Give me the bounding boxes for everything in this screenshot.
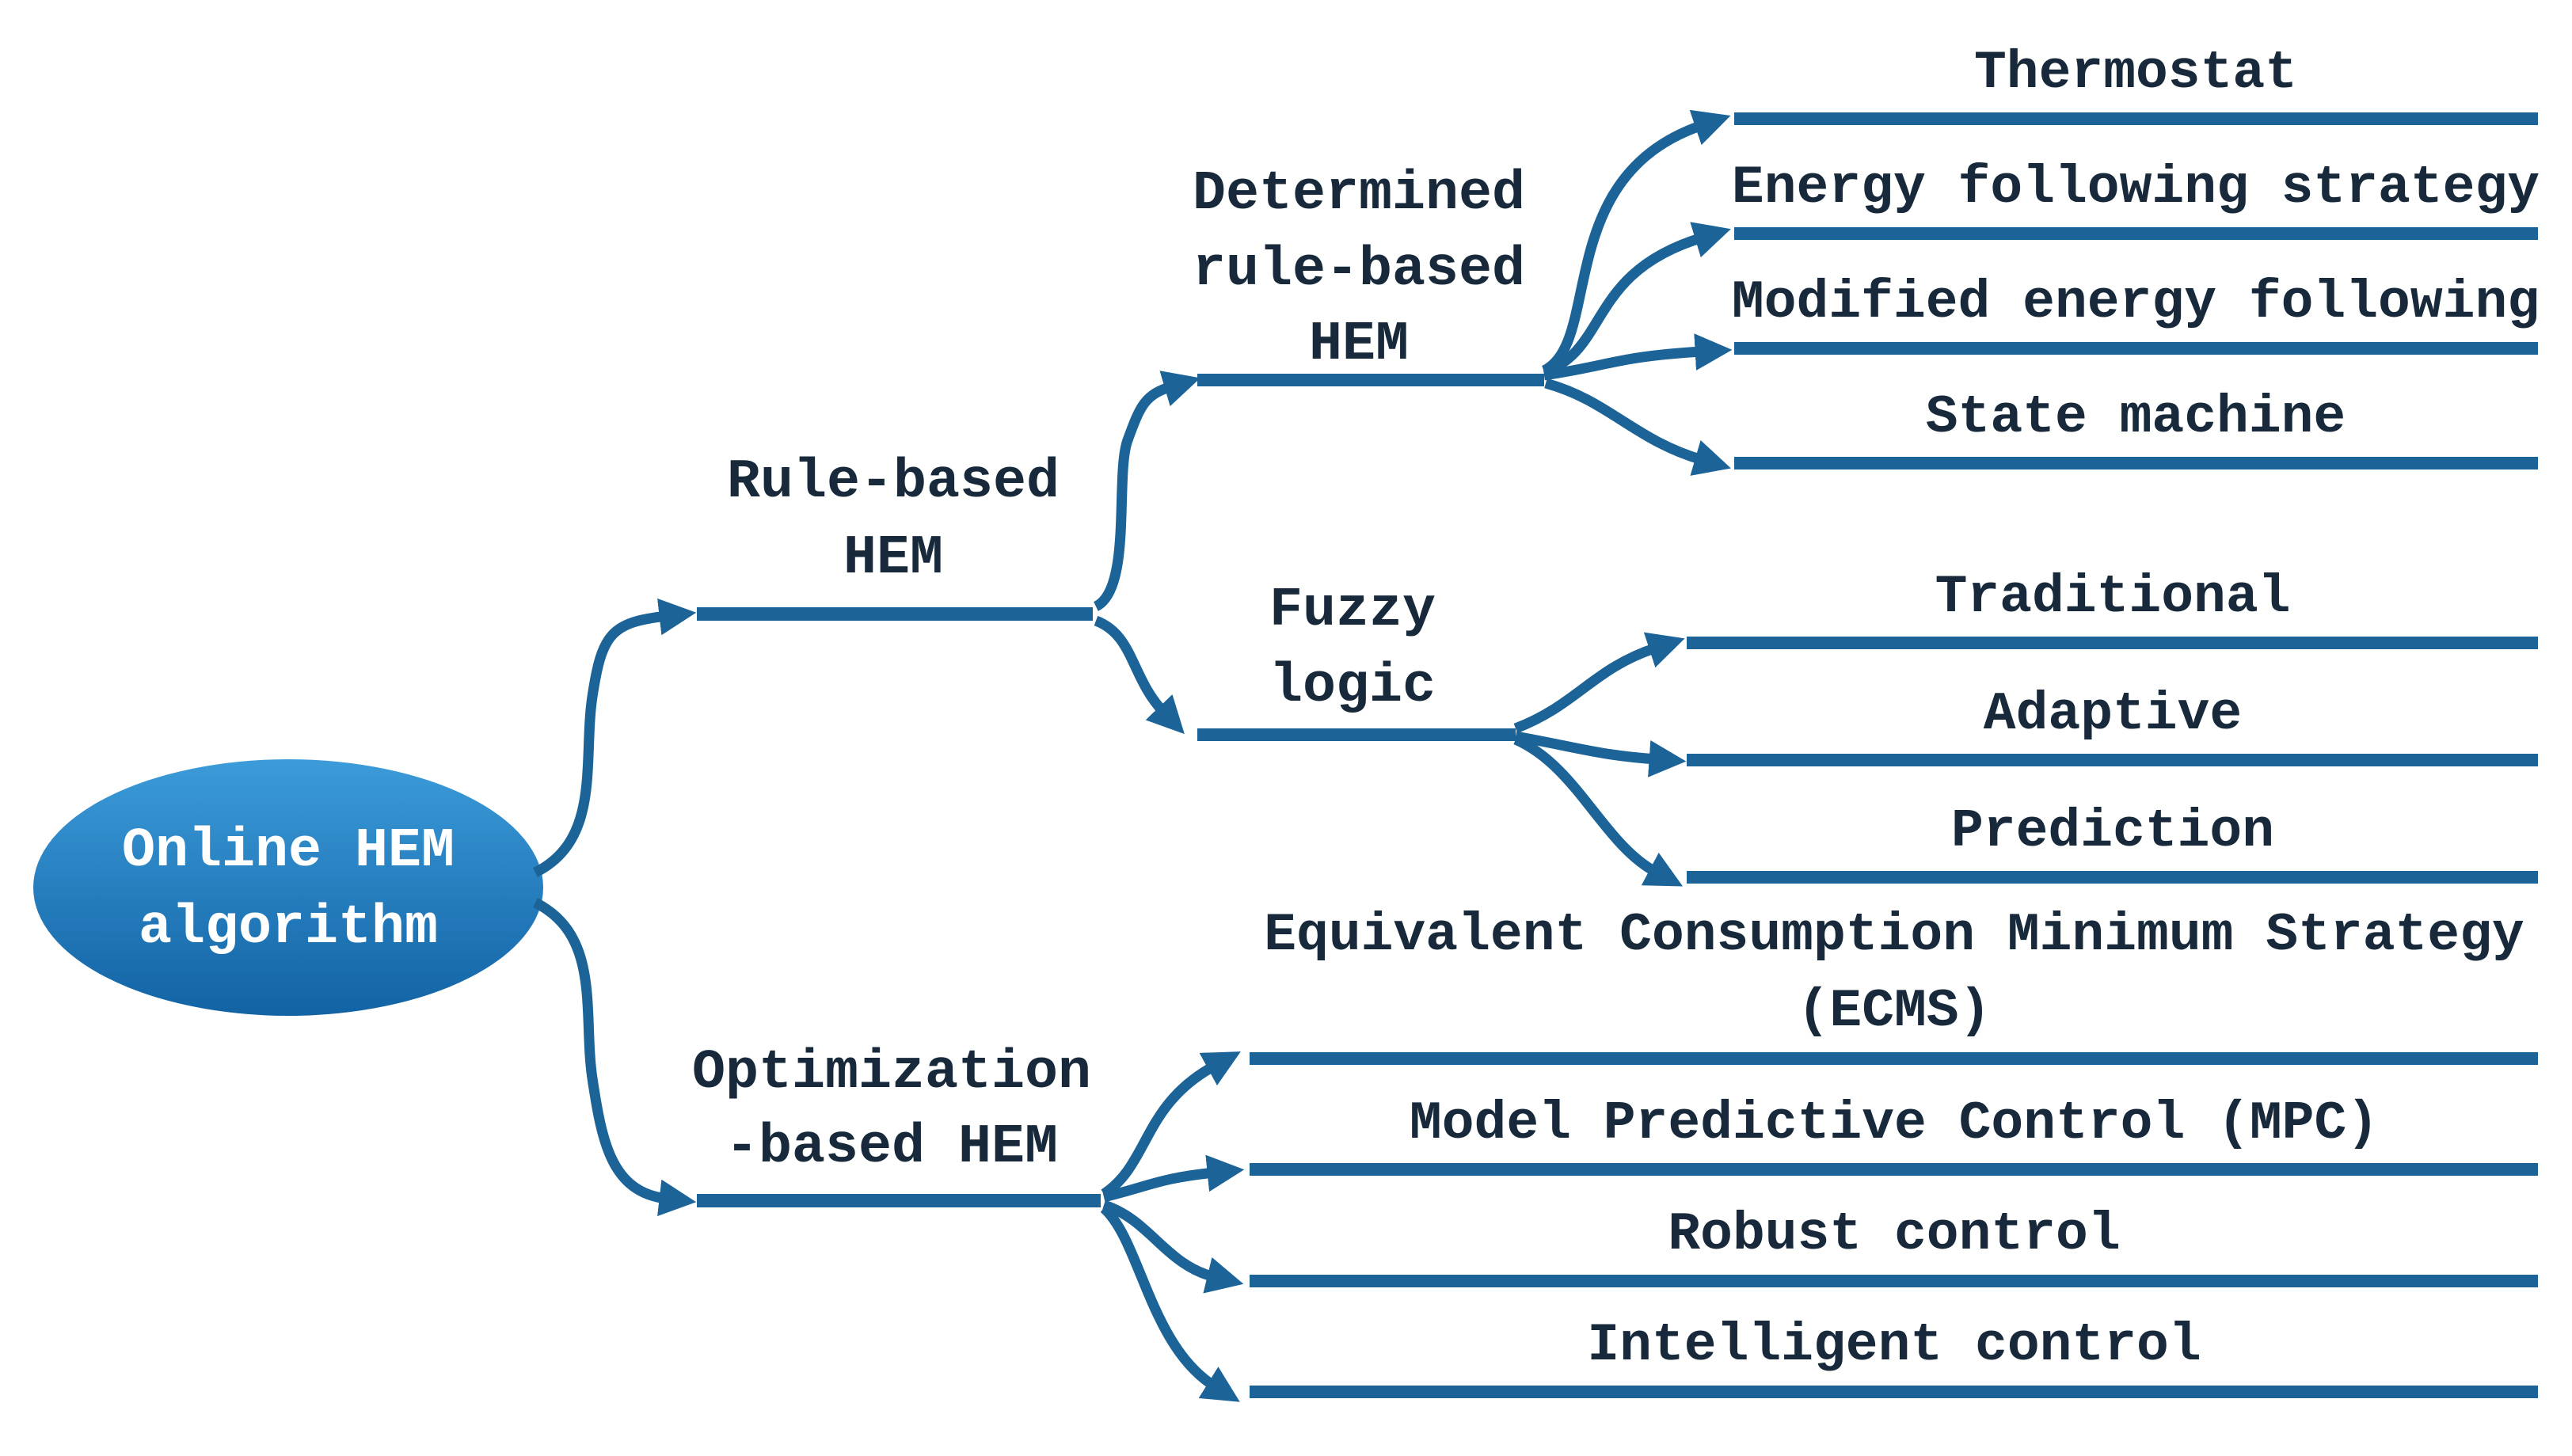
node-underline-robust xyxy=(1250,1275,2538,1287)
node-underline-determined xyxy=(1197,374,1544,386)
connector-fuzzy-to-prediction xyxy=(1513,735,1684,887)
connector-optimization-to-mpc xyxy=(1102,1154,1245,1203)
leaf-label-energy-following: Energy following strategy xyxy=(1731,158,2540,219)
connector-determined-to-thermostat xyxy=(1541,109,1731,375)
node-underline-optimization xyxy=(697,1194,1101,1207)
leaf-label-prediction: Prediction xyxy=(1950,801,2275,862)
leaf-label-mpc: Model Predictive Control (MPC) xyxy=(1409,1093,2380,1154)
connector-optimization-to-robust xyxy=(1101,1199,1244,1294)
node-label-determined-line1: Determined xyxy=(1192,163,1526,226)
leaf-label-ecms-line2: (ECMS) xyxy=(1797,981,1992,1042)
node-label-optimization-line1: Optimization xyxy=(691,1042,1092,1104)
root-label-line2: algorithm xyxy=(138,897,439,960)
node-label-determined-line2: rule-based xyxy=(1192,239,1526,302)
node-label-fuzzy-line1: Fuzzy xyxy=(1269,580,1436,642)
leaf-label-modified-energy: Modified energy following xyxy=(1731,272,2540,333)
node-underline-energy-following xyxy=(1734,227,2538,240)
leaf-label-robust: Robust control xyxy=(1668,1204,2121,1265)
connector-optimization-to-intelligent xyxy=(1100,1204,1240,1402)
leaf-label-intelligent: Intelligent control xyxy=(1587,1315,2201,1376)
connector-determined-to-energy-following xyxy=(1542,222,1731,378)
node-underline-modified-energy xyxy=(1734,342,2538,355)
node-underline-prediction xyxy=(1687,871,2538,884)
connector-optimization-to-ecms xyxy=(1101,1051,1241,1199)
root-label-line1: Online HEM xyxy=(121,820,455,883)
node-underline-fuzzy xyxy=(1197,728,1516,741)
node-underline-state-machine xyxy=(1734,457,2538,469)
connector-fuzzy-to-traditional xyxy=(1513,632,1685,734)
node-underline-adaptive xyxy=(1687,754,2538,766)
connector-root-to-rule-based xyxy=(532,598,697,877)
leaf-label-adaptive: Adaptive xyxy=(1983,684,2243,745)
connector-rule-based-to-determined xyxy=(1093,371,1200,611)
connector-determined-to-state-machine xyxy=(1544,378,1731,476)
leaf-label-ecms-line1: Equivalent Consumption Minimum Strategy xyxy=(1264,905,2524,966)
node-underline-mpc xyxy=(1250,1163,2538,1176)
connector-fuzzy-to-adaptive xyxy=(1514,731,1687,777)
node-label-determined-line3: HEM xyxy=(1308,314,1410,376)
connector-determined-to-modified-energy xyxy=(1543,333,1733,381)
node-underline-intelligent xyxy=(1250,1386,2538,1398)
root-ellipse xyxy=(33,759,543,1016)
node-underline-thermostat xyxy=(1734,112,2538,125)
node-underline-ecms xyxy=(1250,1052,2538,1065)
connector-root-to-optimization xyxy=(532,898,697,1217)
node-label-rule-based-line1: Rule-based xyxy=(726,451,1060,514)
node-label-rule-based-line2: HEM xyxy=(843,527,944,590)
leaf-label-state-machine: State machine xyxy=(1925,387,2346,448)
connector-rule-based-to-fuzzy xyxy=(1094,615,1185,735)
node-label-optimization-line2: -based HEM xyxy=(725,1116,1059,1179)
leaf-label-traditional: Traditional xyxy=(1935,567,2291,628)
node-underline-traditional xyxy=(1687,637,2538,649)
node-underline-rule-based xyxy=(697,607,1093,621)
node-label-fuzzy-line2: logic xyxy=(1269,656,1436,718)
leaf-label-thermostat: Thermostat xyxy=(1973,43,2298,104)
